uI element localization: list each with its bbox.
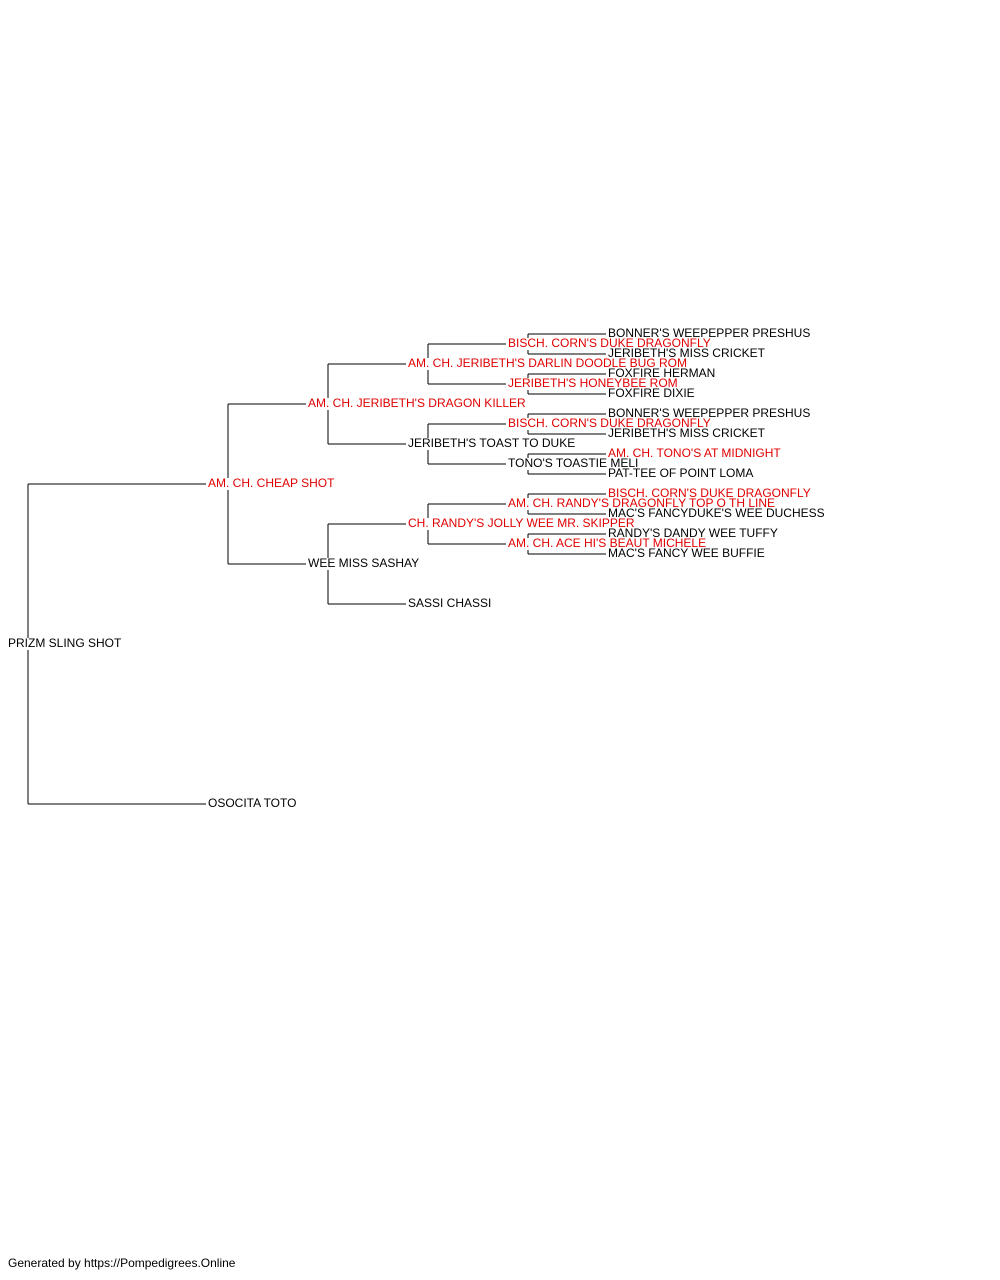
pedigree-entry: JERIBETH'S MISS CRICKET (608, 426, 766, 440)
pedigree-entry: AM. CH. JERIBETH'S DRAGON KILLER (308, 396, 526, 410)
pedigree-entry: BISCH. CORN'S DUKE DRAGONFLY (508, 336, 711, 350)
pedigree-entry: AM. CH. CHEAP SHOT (208, 476, 335, 490)
footer-credit: Generated by https://Pompedigrees.Online (8, 1256, 236, 1270)
pedigree-entry: FOXFIRE HERMAN (608, 366, 715, 380)
pedigree-entry: MAC'S FANCY WEE BUFFIE (608, 546, 765, 560)
pedigree-entry: CH. RANDY'S JOLLY WEE MR. SKIPPER (408, 516, 635, 530)
pedigree-entry: RANDY'S DANDY WEE TUFFY (608, 526, 778, 540)
pedigree-entry: AM. CH. RANDY'S DRAGONFLY TOP O TH LINE (508, 496, 775, 510)
pedigree-entry: WEE MISS SASHAY (308, 556, 419, 570)
pedigree-entry: BONNER'S WEEPEPPER PRESHUS (608, 326, 810, 340)
pedigree-entry: FOXFIRE DIXIE (608, 386, 695, 400)
pedigree-entry: OSOCITA TOTO (208, 796, 296, 810)
pedigree-entry: PRIZM SLING SHOT (8, 636, 122, 650)
pedigree-entry: BONNER'S WEEPEPPER PRESHUS (608, 406, 810, 420)
pedigree-entry: BISCH. CORN'S DUKE DRAGONFLY (508, 416, 711, 430)
pedigree-entry: AM. CH. JERIBETH'S DARLIN DOODLE BUG ROM (408, 356, 687, 370)
pedigree-entry: SASSI CHASSI (408, 596, 491, 610)
pedigree-entry: JERIBETH'S MISS CRICKET (608, 346, 766, 360)
pedigree-entry: MAC'S FANCYDUKE'S WEE DUCHESS (608, 506, 825, 520)
pedigree-entry: JERIBETH'S HONEYBEE ROM (508, 376, 678, 390)
pedigree-entry: JERIBETH'S TOAST TO DUKE (408, 436, 575, 450)
pedigree-entry: AM. CH. TONO'S AT MIDNIGHT (608, 446, 781, 460)
pedigree-entry: AM. CH. ACE HI'S BEAUT MICHELE (508, 536, 706, 550)
pedigree-entry: PAT-TEE OF POINT LOMA (608, 466, 753, 480)
pedigree-entry: TONO'S TOASTIE MELI (508, 456, 638, 470)
pedigree-entry: BISCH. CORN'S DUKE DRAGONFLY (608, 486, 811, 500)
